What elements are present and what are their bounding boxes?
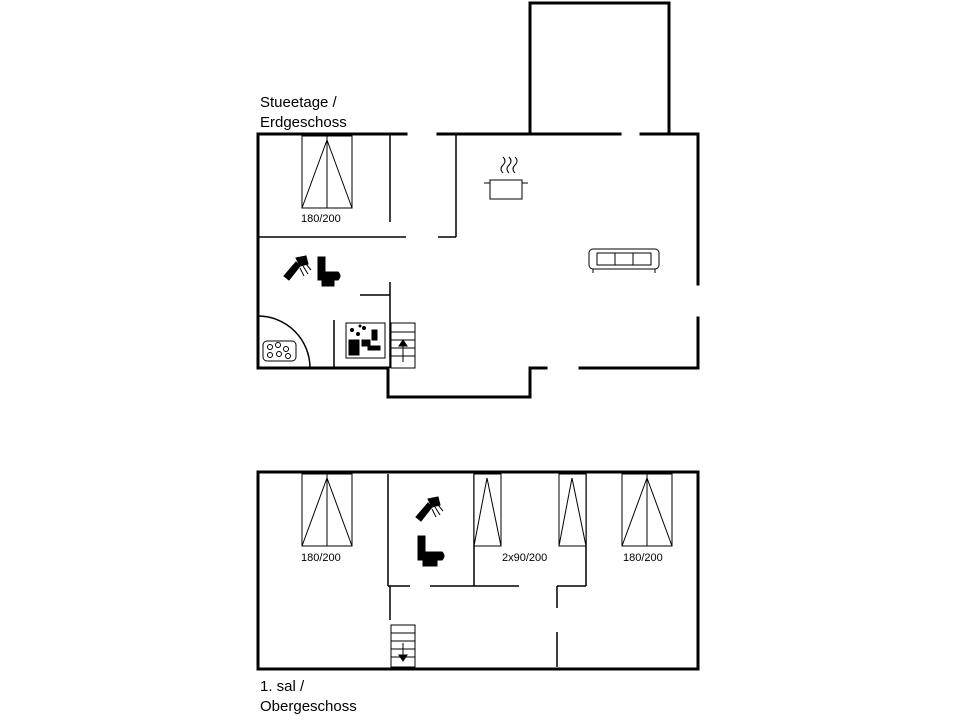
stairs-down-icon <box>390 624 416 668</box>
whirlpool-icon <box>257 315 311 369</box>
upper-bed-middle-label: 2x90/200 <box>502 552 547 564</box>
upper-floor-label-line1: 1. sal / <box>260 678 305 695</box>
double-bed-icon <box>301 135 353 209</box>
ground-bed-label: 180/200 <box>301 213 341 225</box>
double-bed-icon <box>621 473 673 547</box>
upper-bed-right-label: 180/200 <box>623 552 663 564</box>
shower-icon <box>415 496 444 522</box>
ground-floor: Stueetage / Erdgeschoss <box>256 1 700 399</box>
ground-floor-label-line1: Stueetage / <box>260 94 338 111</box>
upper-floor-walls <box>256 470 700 671</box>
toilet-icon <box>417 535 445 567</box>
upper-bed-left-label: 180/200 <box>301 552 341 564</box>
ground-floor-label-line2: Erdgeschoss <box>260 114 347 131</box>
ground-floor-interior-walls <box>258 134 457 368</box>
upper-floor-label-line2: Obergeschoss <box>260 698 357 715</box>
shower-icon <box>283 255 312 281</box>
cooking-pot-icon <box>484 156 528 200</box>
stairs-up-icon <box>390 322 416 369</box>
twin-beds-icon <box>473 473 587 547</box>
upper-floor: 180/200 2x90/200 <box>256 470 700 715</box>
ground-floor-walls <box>256 1 700 399</box>
toilet-icon <box>317 256 341 287</box>
double-bed-icon <box>301 473 353 547</box>
sofa-icon <box>588 248 660 273</box>
sauna-icon <box>345 322 386 359</box>
